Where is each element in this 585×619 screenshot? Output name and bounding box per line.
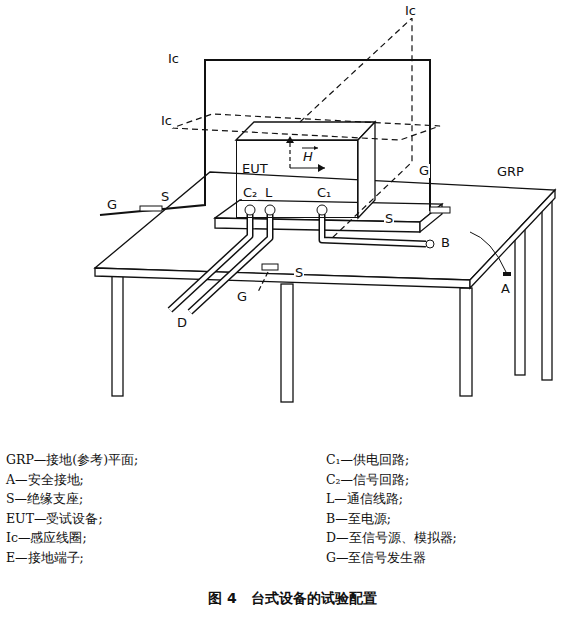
- key-entry: B—至电源;: [326, 511, 391, 526]
- key-entry: Ic—感应线圈;: [6, 530, 87, 545]
- callout-letter: S: [160, 190, 170, 204]
- callout-letter: H: [302, 150, 314, 164]
- key-entry: C₁—供电回路;: [326, 452, 409, 467]
- key-entry: EUT—受试设备;: [6, 511, 103, 526]
- key-entry: C₂—信号回路;: [326, 472, 409, 487]
- equipment-box: EUT: [236, 140, 358, 218]
- key-entry: D—至信号源、模拟器;: [326, 530, 457, 545]
- callout-letter: G: [106, 198, 118, 212]
- key-entry: G—至信号发生器: [326, 550, 427, 565]
- callout-letter: B: [440, 236, 451, 250]
- figure-caption: 图 4 台式设备的试验配置: [0, 590, 585, 608]
- callout-letter: Ic: [404, 4, 417, 18]
- key-entry: S—绝缘支座;: [6, 491, 83, 506]
- callout-letter: GRP: [496, 165, 525, 179]
- key-entry: GRP—接地(参考)平面;: [6, 452, 138, 467]
- callout-letter: A: [500, 282, 511, 296]
- callout-letter: C₁: [316, 186, 332, 200]
- box-label: EUT: [242, 161, 268, 176]
- callout-letter: D: [176, 316, 188, 330]
- callout-letter: S: [384, 212, 394, 226]
- callout-letter: S: [294, 266, 304, 280]
- key-entry: L—通信线路;: [326, 491, 403, 506]
- callout-letter: G: [418, 164, 430, 178]
- callout-letter: C₂: [242, 186, 258, 200]
- key-entry: E—接地端子;: [6, 550, 84, 565]
- callout-letter: G: [236, 290, 248, 304]
- key-entry: A—安全接地;: [6, 472, 84, 487]
- callout-letter: Ic: [167, 52, 180, 66]
- callout-letter: Ic: [160, 114, 173, 128]
- callout-letter: L: [264, 186, 273, 200]
